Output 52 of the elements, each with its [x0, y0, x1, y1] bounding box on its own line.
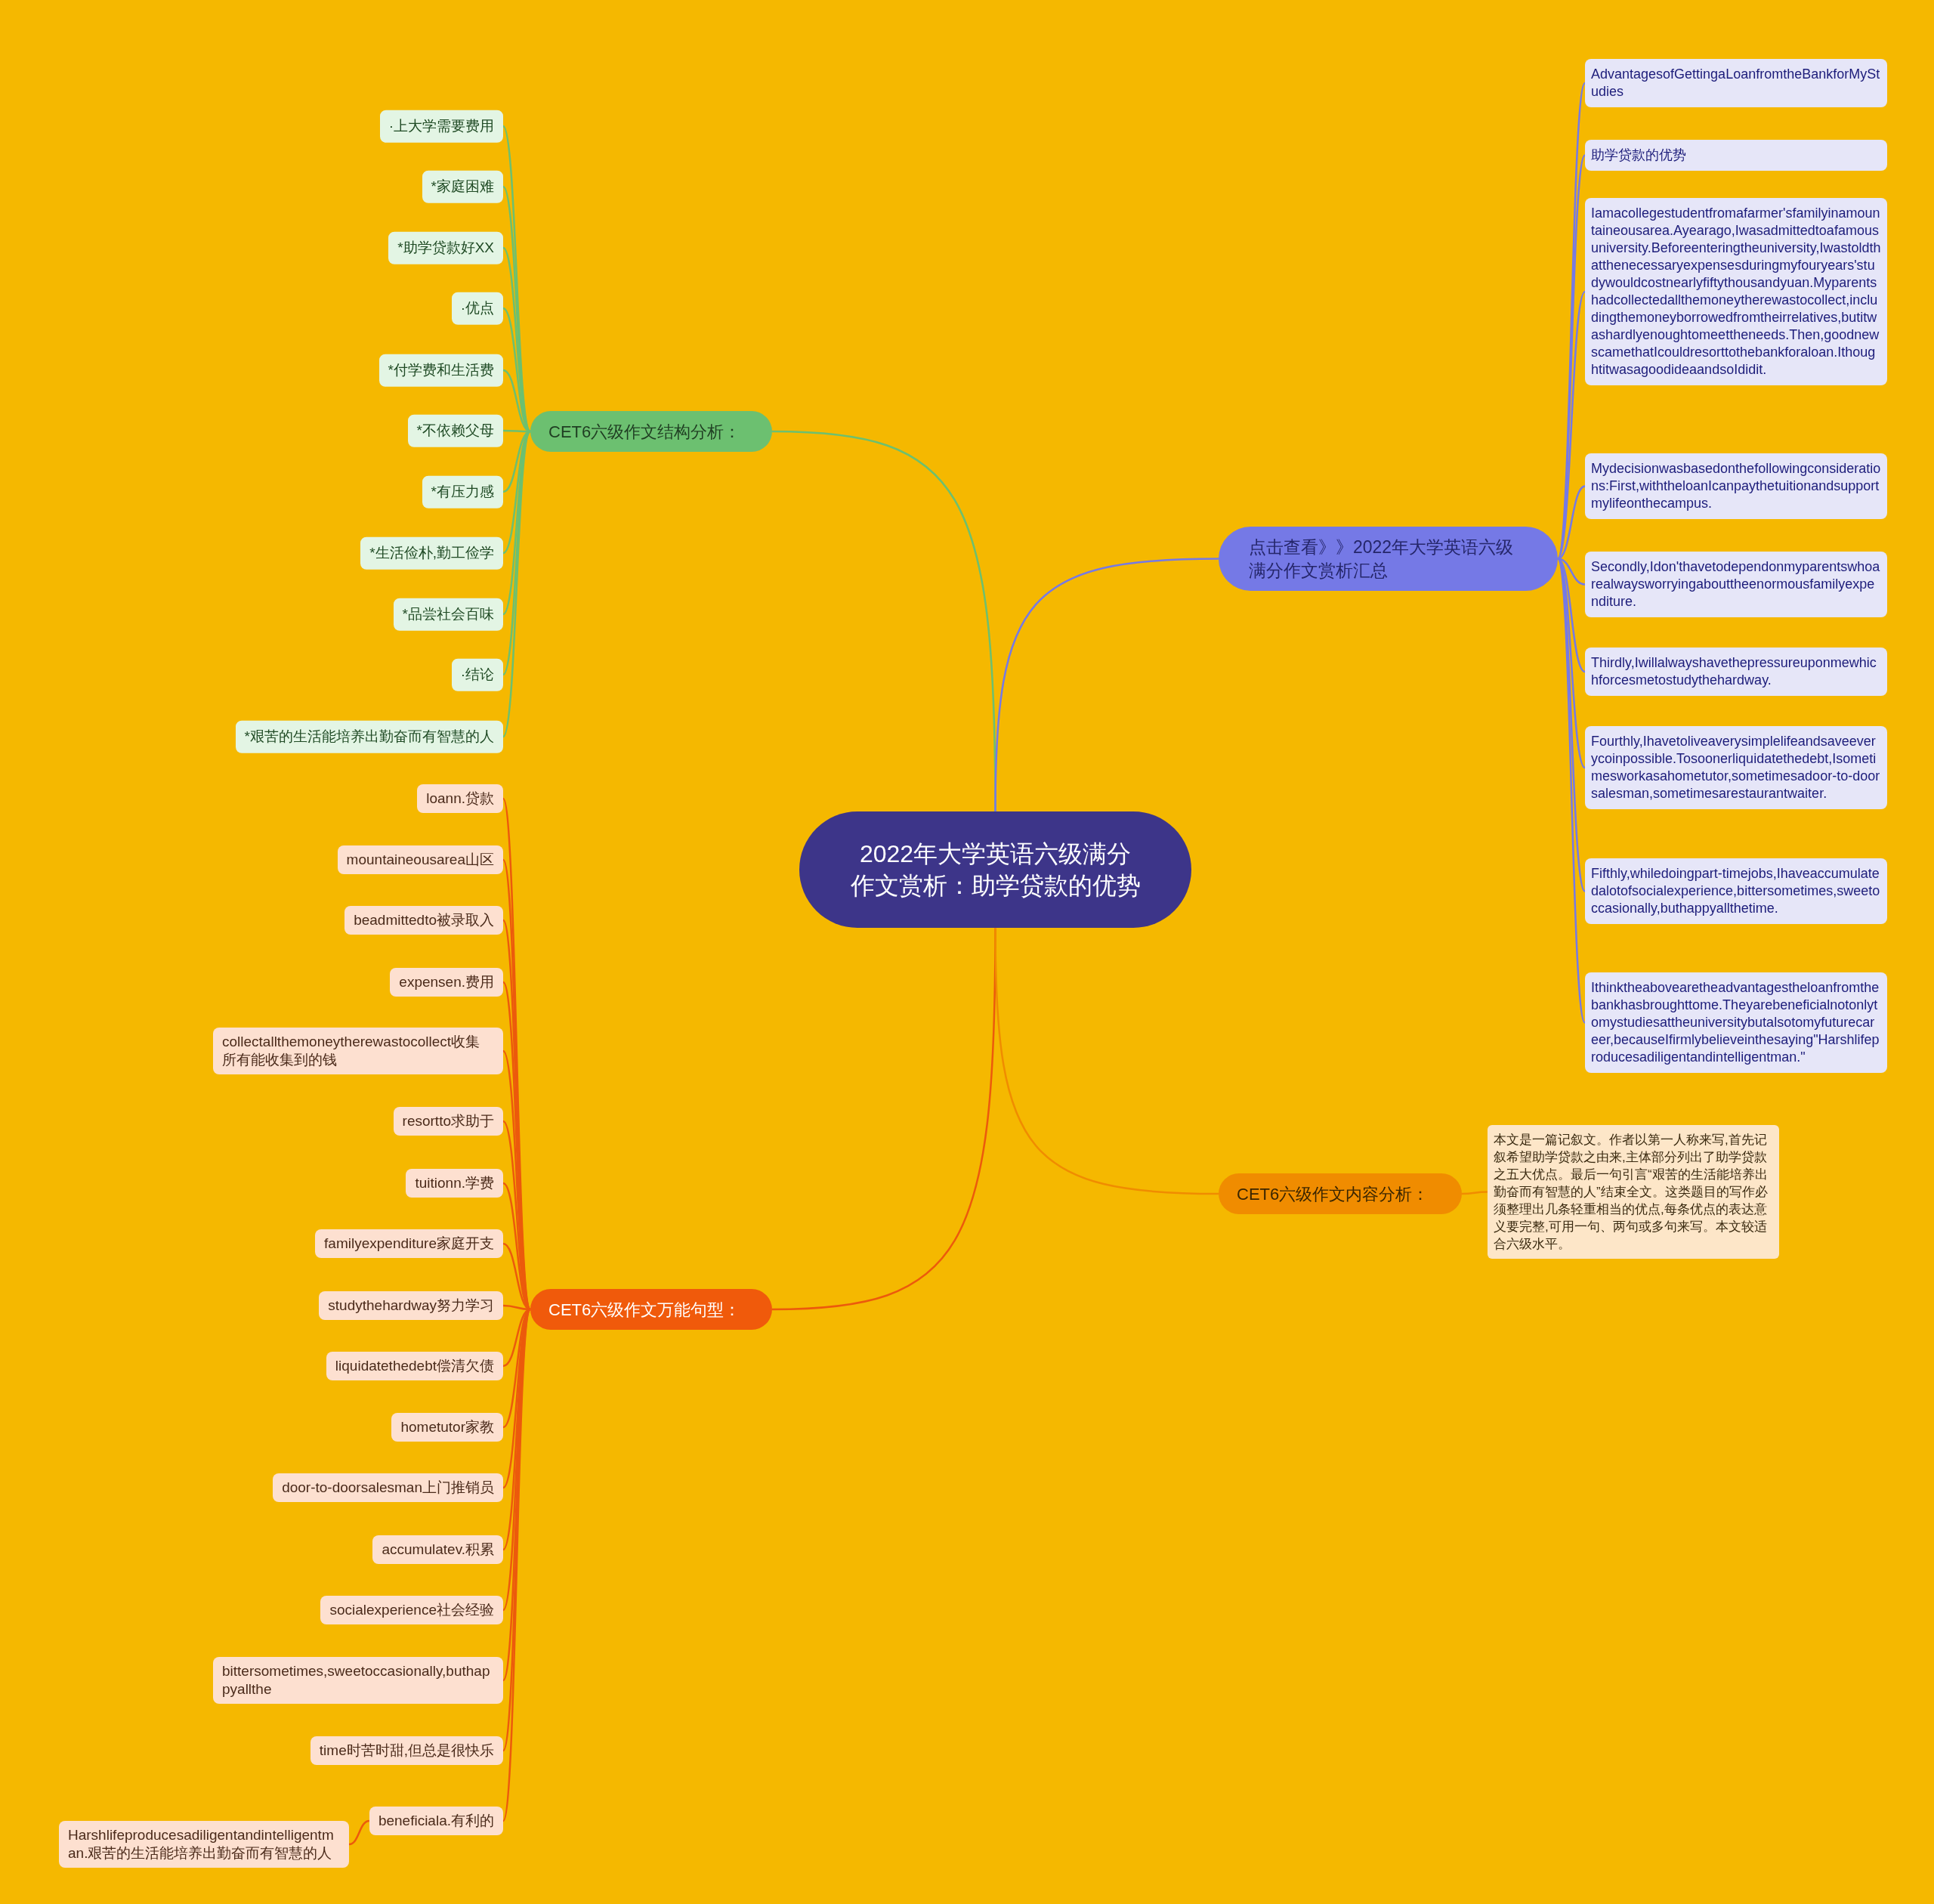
topic-card: loann.贷款 [417, 784, 503, 813]
topic-card: mountaineousarea山区 [337, 845, 503, 874]
connector-line [1462, 1191, 1488, 1195]
topic-card: *助学贷款好XX [388, 231, 503, 264]
topic-card: resortto求助于 [393, 1107, 503, 1136]
topic-card: bittersometimes,sweetoccasionally,buthappyallthe [213, 1657, 503, 1704]
topic-card: 助学贷款的优势 [1585, 140, 1887, 171]
topic-card: 本文是一篇记叙文。作者以第一人称来写,首先记叙希望助学贷款之由来,主体部分列出了助学贷款之五大优点。最后一句引言“艰苦的生活能培养出勤奋而有智慧的人”结束全文。这类题目的写作必须整理出几条轻重相当的优点,每条优点的表达意义要完整,可用一句、两句或多句来写。本文较适合六级水平。 [1488, 1125, 1779, 1259]
topic-card: liquidatethedebt偿清欠债 [326, 1352, 503, 1380]
connector-line [502, 431, 532, 737]
topic-card: Harshlifeproducesadiligentandintelligentman.艰苦的生活能培养出勤奋而有智慧的人 [59, 1821, 349, 1868]
topic-card: AdvantagesofGettingaLoanfromtheBankforMyStudies [1585, 59, 1887, 107]
topic-card: door-to-doorsalesman上门推销员 [273, 1473, 503, 1502]
topic-card: Secondly,Idon'thavetodependonmyparentswhoarealwaysworryingabouttheenormousfamilyexpenditure. [1585, 552, 1887, 617]
topic-card: *付学费和生活费 [378, 354, 503, 387]
connector-line [502, 186, 532, 432]
topic-card: tuitionn.学费 [406, 1169, 503, 1198]
topic-card: time时苦时甜,但总是很快乐 [310, 1736, 503, 1765]
topic-card: Fifthly,whiledoingpart-timejobs,Ihaveaccumulatedalotofsocialexperience,bittersometimes,sweetoccasionally,buthappyallthetime. [1585, 858, 1887, 924]
topic-card: hometutor家教 [391, 1413, 503, 1442]
topic-card: Thirdly,Iwillalwayshavethepressureuponmewhichforcesmetostudythehardway. [1585, 648, 1887, 696]
connector-line [348, 1819, 370, 1846]
branch-topic: CET6六级作文结构分析： [530, 411, 772, 452]
topic-card: *艰苦的生活能培养出勤奋而有智慧的人 [235, 720, 503, 753]
topic-card: ·上大学需要费用 [379, 110, 503, 143]
topic-card: Ithinktheabovearetheadvantagestheloanfromthebankhasbroughttome.Theyarebeneficialnotonlytomystudiesattheuniversitybutalsotomyfuturecareer,becauseIfirmlybelieveinthesaying"Harshlifeproducesadiligentandintelligentman." [1585, 972, 1887, 1073]
connector-line [502, 431, 532, 675]
topic-card: beadmittedto被录取入 [344, 906, 503, 935]
central-topic: 2022年大学英语六级满分作文赏析：助学贷款的优势 [799, 811, 1191, 928]
topic-card: collectallthemoneytherewastocollect收集所有能收集到的钱 [213, 1028, 503, 1074]
topic-card: beneficiala.有利的 [369, 1807, 503, 1835]
connector-line [994, 558, 1219, 811]
branch-topic: CET6六级作文万能句型： [530, 1289, 772, 1330]
topic-card: ·结论 [451, 658, 503, 691]
topic-card: *不依赖父母 [407, 414, 503, 447]
topic-card: *生活俭朴,勤工俭学 [360, 536, 503, 570]
topic-card: ·优点 [451, 292, 503, 325]
topic-card: accumulatev.积累 [372, 1535, 503, 1564]
branch-topic: 点击查看》》2022年大学英语六级满分作文赏析汇总 [1219, 527, 1558, 591]
topic-card: Mydecisionwasbasedonthefollowingconsiderations:First,withtheloanIcanpaythetuitionandsupportmylifeonthecampus. [1585, 453, 1887, 519]
topic-card: *有压力感 [422, 475, 503, 508]
topic-card: *品尝社会百味 [393, 598, 503, 631]
topic-card: Fourthly,Ihavetoliveaverysimplelifeandsaveeverycoinpossible.Tosoonerliquidatethedebt,Isometimesworkasahometutor,sometimesadoor-to-doorsalesman,sometimesarestaurantwaiter. [1585, 726, 1887, 809]
topic-card: socialexperience社会经验 [320, 1596, 503, 1624]
topic-card: Iamacollegestudentfromafarmer'sfamilyinamountaineousarea.Ayearago,Iwasadmittedtoafamousuniversity.Beforeenteringtheuniversity,Iwastoldthatthenecessaryexpensesduringmyfouryears'studywouldcostnearlyfiftythousandyuan.Myparentshadcollectedallthemoneytherewastocollect,includingthemoneyborrowedfromtheirrelatives,butitwashardlyenoughtomeettheneeds.Then,goodnewscamethatIcouldresorttothebankforaloan.IthoughtitwasagoodideaandsoIdidit. [1585, 198, 1887, 385]
topic-card: expensen.费用 [390, 968, 503, 997]
connector-line [994, 928, 1219, 1195]
topic-card: studythehardway努力学习 [319, 1291, 503, 1320]
branch-topic: CET6六级作文内容分析： [1219, 1173, 1462, 1214]
topic-card: *家庭困难 [422, 170, 503, 203]
topic-card: familyexpenditure家庭开支 [315, 1229, 503, 1258]
connector-line [1557, 485, 1586, 560]
